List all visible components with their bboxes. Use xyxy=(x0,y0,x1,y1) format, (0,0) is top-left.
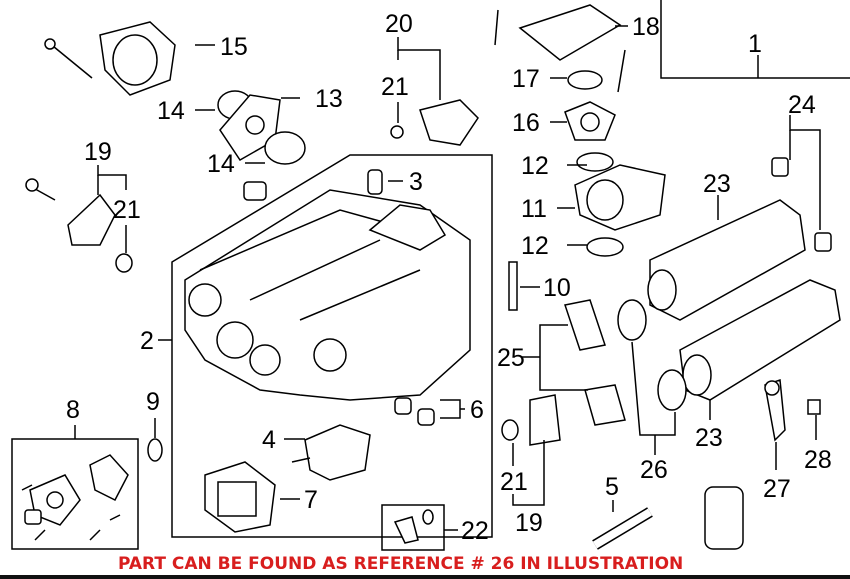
callout-2: 2 xyxy=(140,327,154,355)
leader-lines xyxy=(74,25,821,531)
callout-23: 23 xyxy=(703,170,731,198)
callout-12b: 12 xyxy=(521,232,549,260)
callout-8: 8 xyxy=(66,396,80,424)
reference-notice: PART CAN BE FOUND AS REFERENCE # 26 IN I… xyxy=(118,554,684,574)
callout-5: 5 xyxy=(605,473,619,501)
callout-12: 12 xyxy=(521,152,549,180)
callout-27: 27 xyxy=(763,475,791,503)
part-shapes xyxy=(21,4,841,550)
callout-7: 7 xyxy=(304,486,318,514)
callout-3: 3 xyxy=(409,168,423,196)
bottom-border xyxy=(0,575,850,579)
callout-21c: 21 xyxy=(500,468,528,496)
callout-22: 22 xyxy=(461,517,489,545)
callout-20: 20 xyxy=(385,10,413,38)
callout-25: 25 xyxy=(497,344,525,372)
callout-17: 17 xyxy=(512,65,540,93)
callout-13: 13 xyxy=(315,85,343,113)
callout-21: 21 xyxy=(381,73,409,101)
supercharger-housing xyxy=(184,189,471,401)
callout-11: 11 xyxy=(521,195,547,223)
callout-1: 1 xyxy=(748,30,762,58)
callout-9: 9 xyxy=(146,388,160,416)
callout-19b: 19 xyxy=(515,509,543,537)
callout-26: 26 xyxy=(640,456,668,484)
callout-21b: 21 xyxy=(113,196,141,224)
callout-18: 18 xyxy=(632,13,660,41)
callout-24: 24 xyxy=(788,91,816,119)
callout-10: 10 xyxy=(543,274,571,302)
callout-14b: 14 xyxy=(207,150,235,178)
callout-14: 14 xyxy=(157,97,185,125)
callout-23b: 23 xyxy=(695,424,723,452)
callout-28: 28 xyxy=(804,446,832,474)
callout-19: 19 xyxy=(84,138,112,166)
callout-6: 6 xyxy=(470,396,484,424)
callout-16: 16 xyxy=(512,109,540,137)
callout-4: 4 xyxy=(262,426,276,454)
frame-lines xyxy=(11,0,850,551)
callout-15: 15 xyxy=(220,33,248,61)
callout-labels: 1 2 3 4 5 6 7 8 9 10 11 12 12 13 14 14 1… xyxy=(66,10,832,545)
